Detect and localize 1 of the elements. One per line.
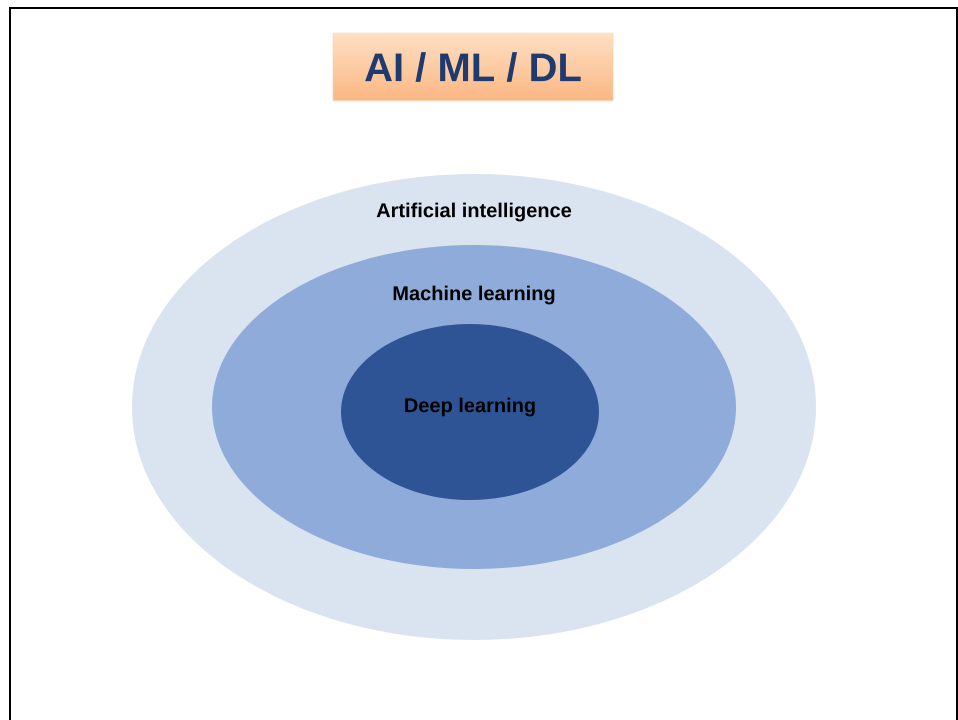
title-box: AI / ML / DL (332, 32, 614, 102)
